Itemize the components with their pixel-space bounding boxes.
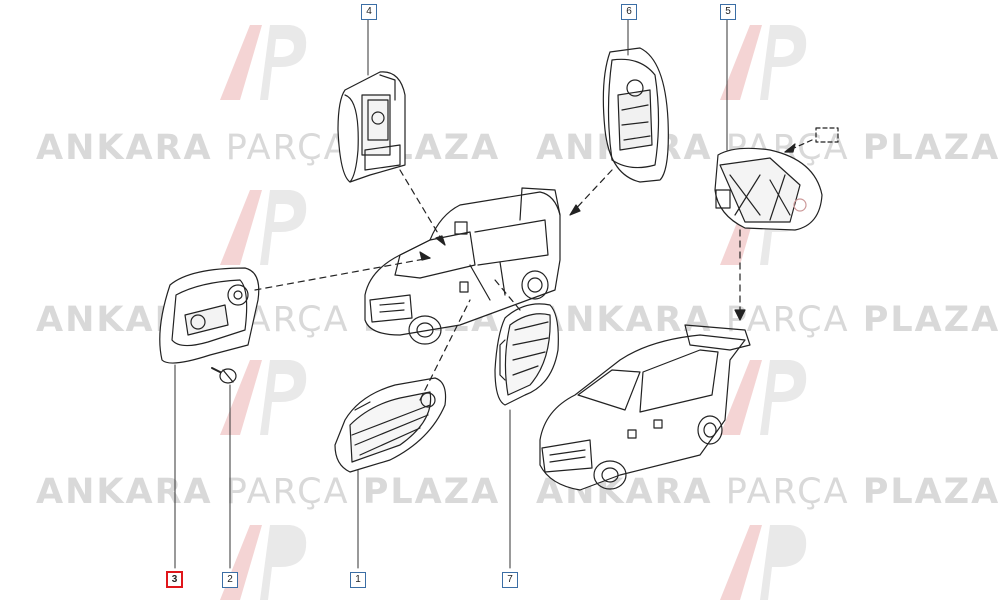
callout-leaders (174, 19, 728, 569)
watermark-word-parca: PARÇA (725, 472, 850, 512)
ap-logo-watermark (720, 525, 807, 600)
callout-1[interactable]: 1 (350, 572, 366, 588)
watermark-word-plaza: PLAZA (862, 472, 1000, 512)
ap-logo-watermark (220, 190, 307, 265)
callout-4[interactable]: 4 (361, 4, 377, 20)
part-4-interior-lamp[interactable] (337, 71, 406, 183)
watermark-word-plaza: PLAZA (862, 128, 1000, 168)
part-2-screw[interactable] (211, 367, 237, 384)
part-7-lamp-lens[interactable] (494, 303, 559, 406)
assembly-leader-lines (254, 169, 741, 401)
watermark-word-ankara: ANKARA (36, 472, 213, 512)
watermark-word-plaza: PLAZA (362, 472, 501, 512)
callout-2[interactable]: 2 (222, 572, 238, 588)
callout-6[interactable]: 6 (621, 4, 637, 20)
part-1-lamp-lens[interactable] (334, 377, 447, 473)
watermark-word-ankara: ANKARA (36, 128, 213, 168)
ap-logo-watermark (720, 25, 807, 100)
part-3-interior-lamp[interactable] (159, 267, 260, 364)
callout-7[interactable]: 7 (502, 572, 518, 588)
watermark-word-parca: PARÇA (225, 128, 350, 168)
ap-logo-watermark (720, 360, 807, 435)
part-6-interior-lamp[interactable] (602, 47, 669, 183)
part-5-rear-lamp[interactable] (714, 127, 839, 231)
callout-5[interactable]: 5 (720, 4, 736, 20)
watermark-word-ankara: ANKARA (536, 300, 713, 340)
ap-logo-watermark (220, 25, 307, 100)
callout-3-selected[interactable]: 3 (166, 571, 183, 588)
watermark-text: ANKARA PARÇA PLAZA (36, 472, 500, 512)
van-front-view (539, 324, 751, 491)
watermark-word-parca: PARÇA (225, 472, 350, 512)
watermark-word-plaza: PLAZA (862, 300, 1000, 340)
